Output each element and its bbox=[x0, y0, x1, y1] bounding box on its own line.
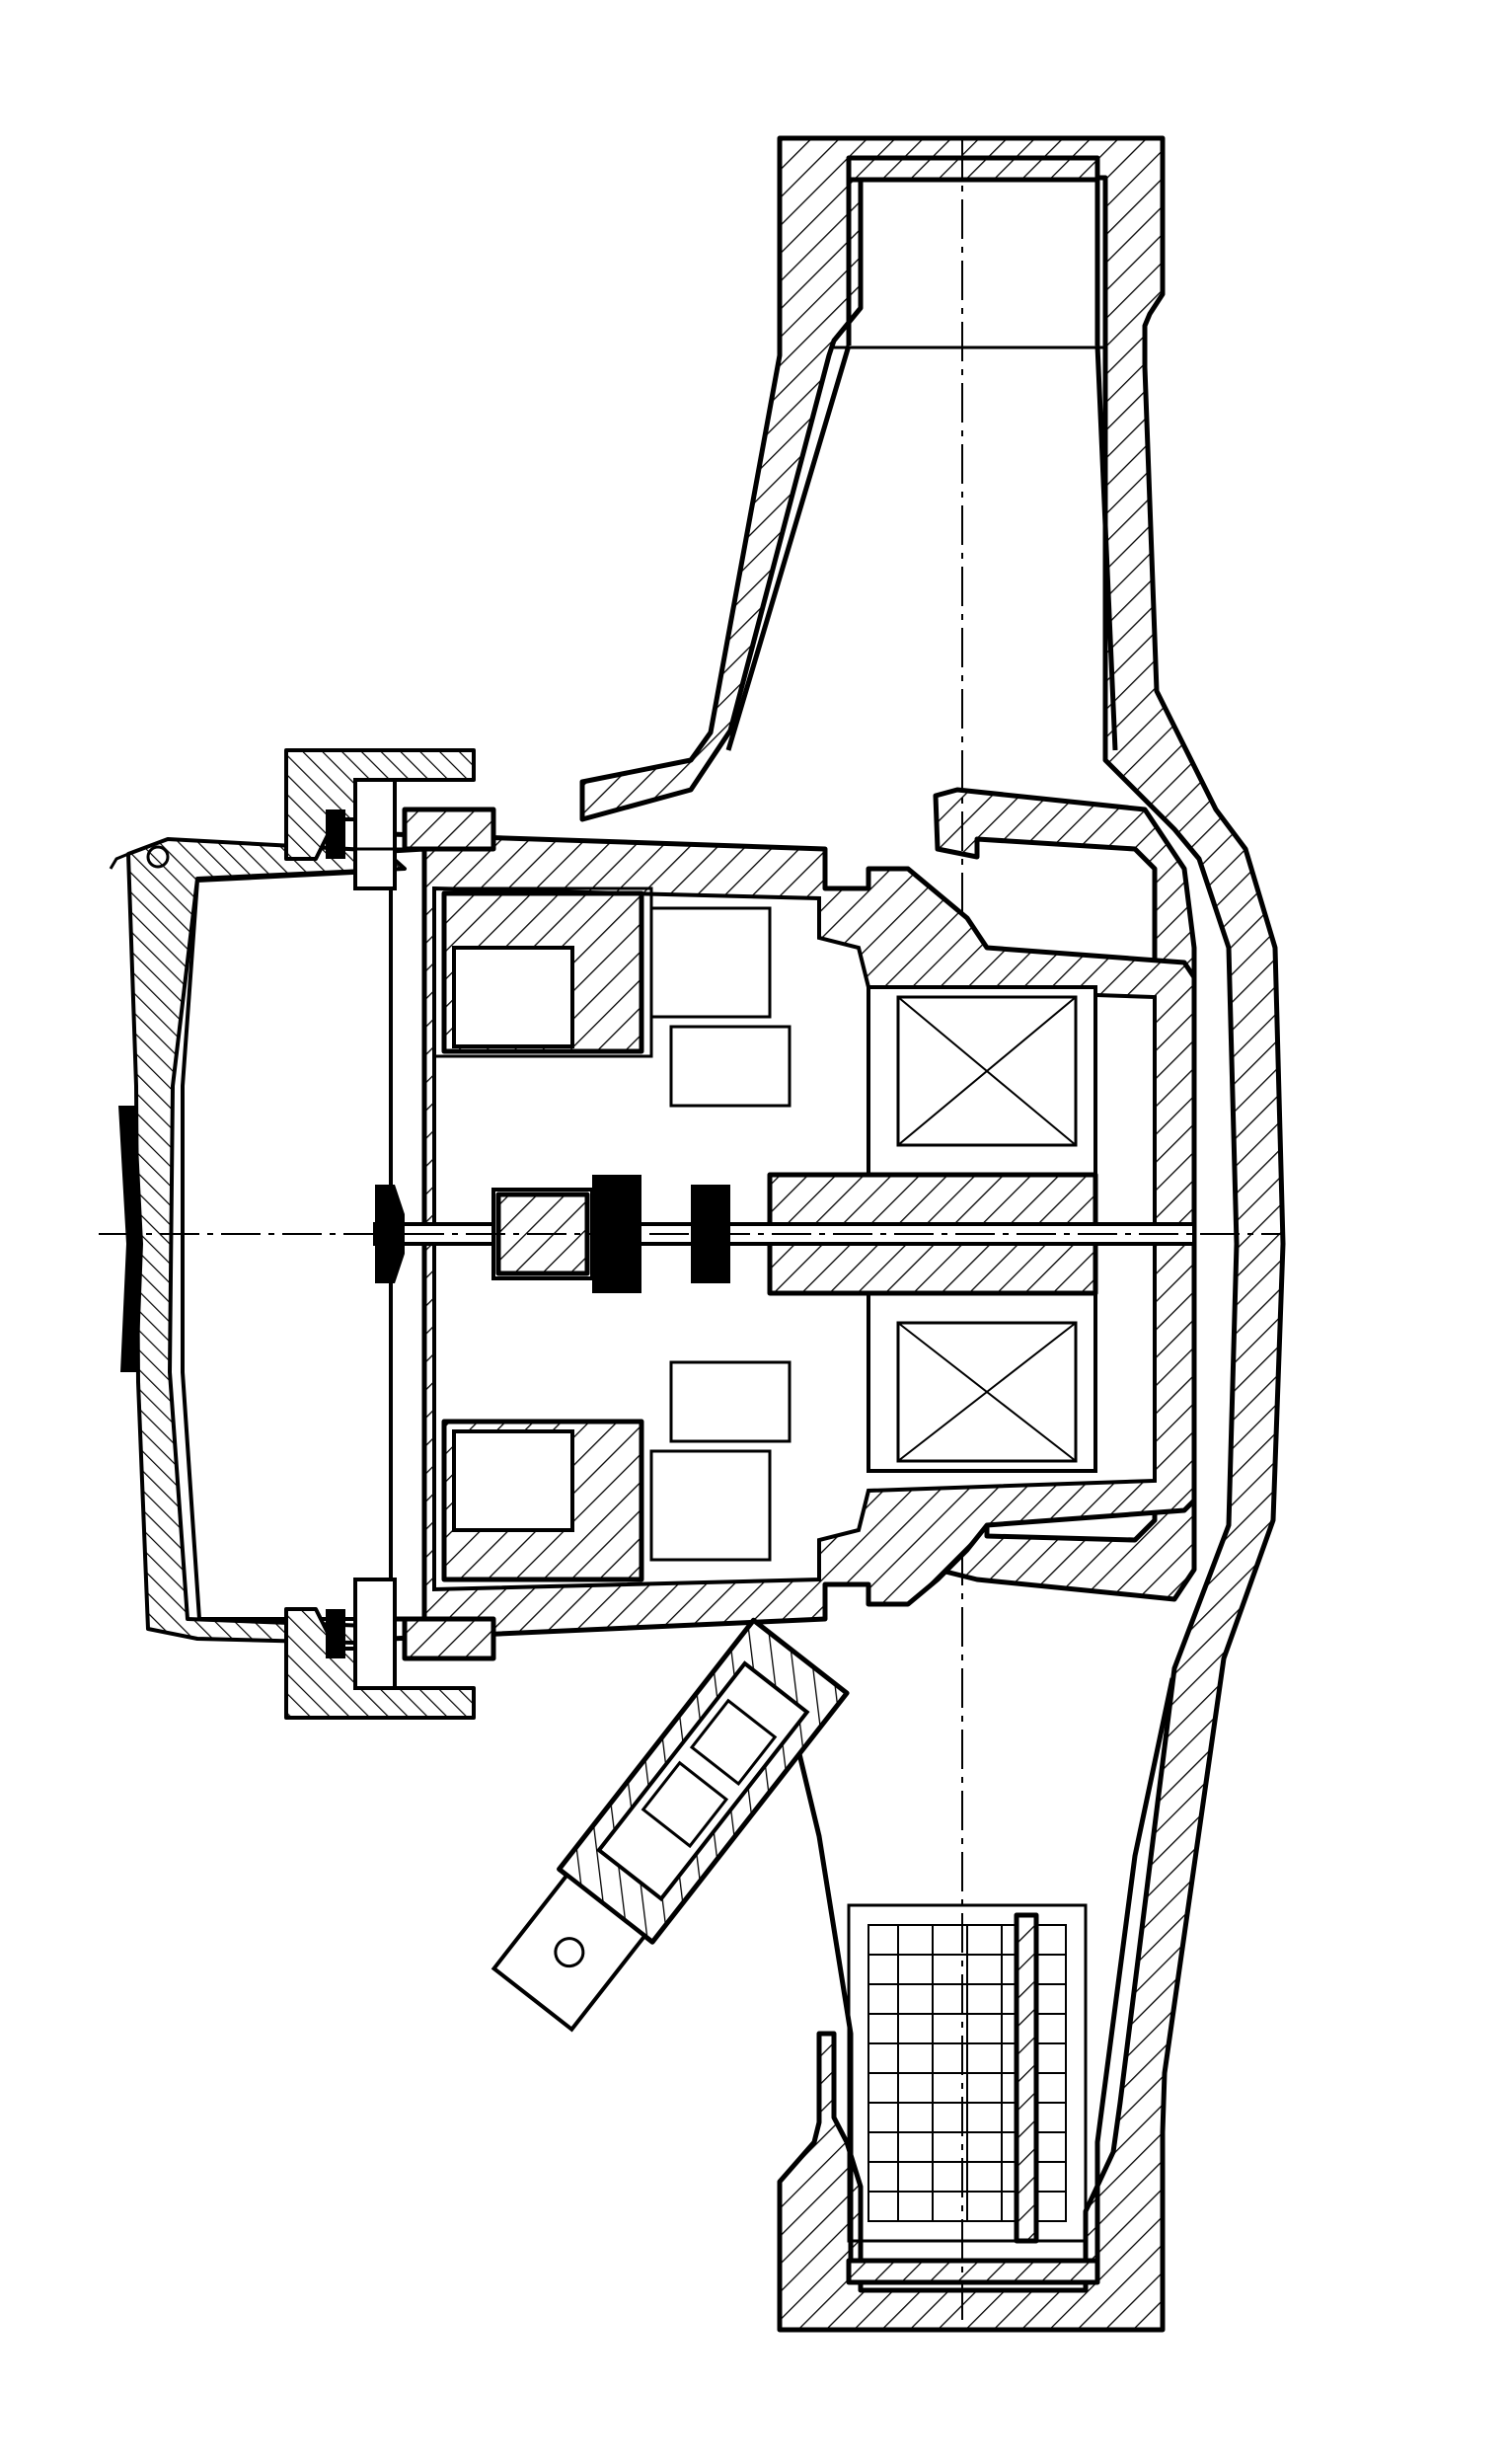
vent-plug-assembly bbox=[490, 1617, 850, 2033]
inlet-bore-profile bbox=[792, 1677, 1175, 2280]
electronics-cover bbox=[109, 837, 407, 1646]
cover-nameplate bbox=[118, 1106, 143, 1372]
stator-winding-bottom bbox=[441, 1360, 792, 1582]
outlet-thread-ring bbox=[846, 155, 1100, 183]
inlet-strainer bbox=[847, 1903, 1088, 2244]
housing-wall-right bbox=[579, 135, 1286, 2333]
flange-ring-bottom bbox=[284, 1578, 496, 1720]
cover-hinge-pin bbox=[146, 845, 170, 869]
rotor-core-cross-bottom bbox=[897, 1322, 1077, 1462]
pipe-bores bbox=[725, 138, 1175, 2330]
inlet-thread-ring bbox=[846, 2258, 1100, 2285]
stator-winding-top bbox=[432, 886, 792, 1108]
shaft-end-cap bbox=[375, 1185, 405, 1283]
flange-ring-top bbox=[284, 748, 496, 890]
vent-plug-screw bbox=[554, 1937, 585, 1968]
rotor-core-cross-top bbox=[897, 996, 1077, 1146]
cover-inner bbox=[181, 868, 393, 1621]
pump-shaft bbox=[99, 1175, 1283, 1293]
outlet-bore-profile bbox=[725, 180, 1118, 751]
